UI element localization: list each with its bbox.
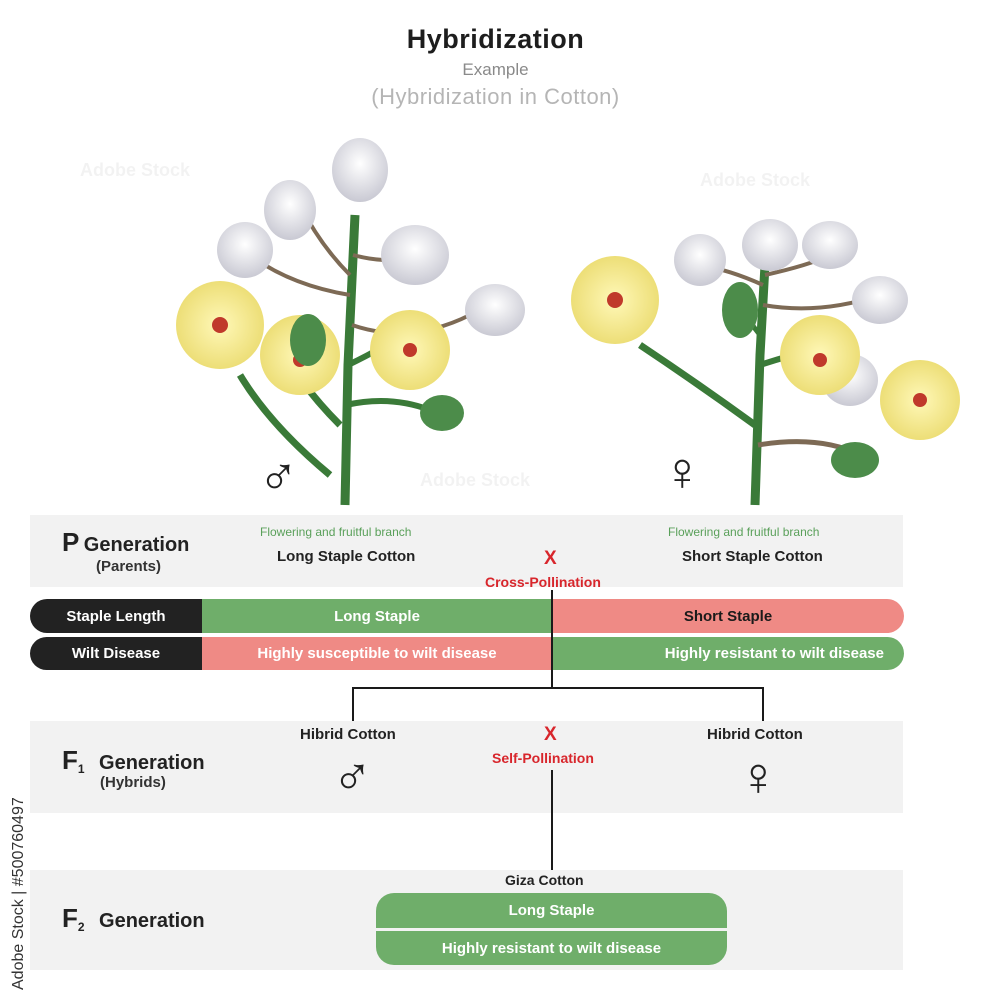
f1-left-name: Hibrid Cotton [300, 726, 396, 743]
watermark-2: Adobe Stock [700, 170, 811, 190]
connector-vertical-top [551, 590, 553, 688]
cross-pollination-label: Cross-Pollination [485, 574, 601, 590]
p-generation-band [30, 515, 903, 587]
f2-result-name: Giza Cotton [505, 872, 584, 888]
f1-male-symbol-icon: ♂ [332, 747, 373, 807]
connector-right-drop [762, 687, 764, 721]
male-symbol-icon: ♂ [258, 447, 299, 507]
page-subtitle: Example [462, 60, 529, 79]
connector-vertical-bottom [551, 770, 553, 870]
staple-female-value: Short Staple [552, 599, 904, 633]
female-plant-name: Short Staple Cotton [682, 548, 823, 565]
side-stock-id: Adobe Stock | #500760497 [10, 797, 27, 990]
f1-generation-label: F1 Generation [62, 745, 205, 776]
self-pollination-label: Self-Pollination [492, 750, 594, 766]
page-subtitle-example: (Hybridization in Cotton) [371, 84, 620, 109]
p-generation-sub: (Parents) [96, 558, 162, 575]
female-caption: Flowering and fruitful branch [668, 525, 820, 539]
f2-trait-wilt: Highly resistant to wilt disease [376, 931, 727, 965]
page-title: Hybridization [406, 24, 585, 54]
f2-letter: F [62, 903, 78, 933]
wilt-male-value: Highly susceptible to wilt disease [202, 637, 552, 670]
f2-subscript: 2 [77, 920, 85, 934]
connector-horizontal [352, 687, 764, 689]
female-symbol-icon: ♀ [662, 442, 703, 502]
female-cotton-plant-illustration [571, 219, 960, 506]
male-cotton-plant-illustration [176, 138, 525, 506]
cross-mark: X [544, 548, 557, 569]
f1-subscript: 1 [77, 762, 85, 776]
staple-male-value: Long Staple [202, 599, 552, 633]
f1-generation-band [30, 721, 903, 813]
watermark-3: Adobe Stock [420, 470, 531, 490]
p-generation-label: P Generation [62, 527, 189, 558]
f2-trait-staple: Long Staple [376, 893, 727, 928]
watermark-1: Adobe Stock [80, 160, 191, 180]
p-generation-word: Generation [83, 534, 190, 556]
male-plant-name: Long Staple Cotton [277, 548, 416, 565]
f2-generation-word: Generation [99, 910, 205, 932]
f1-female-symbol-icon: ♀ [738, 747, 779, 807]
self-cross-mark: X [544, 724, 557, 745]
wilt-female-value: Highly resistant to wilt disease [552, 637, 904, 670]
f1-right-name: Hibrid Cotton [707, 726, 803, 743]
male-caption: Flowering and fruitful branch [260, 525, 412, 539]
p-letter: P [62, 527, 80, 557]
f1-letter: F [62, 745, 78, 775]
wilt-disease-label: Wilt Disease [30, 637, 202, 670]
connector-left-drop [352, 687, 354, 721]
staple-length-label: Staple Length [30, 599, 202, 633]
f2-generation-label: F2 Generation [62, 903, 205, 934]
f1-generation-word: Generation [99, 752, 205, 774]
f1-generation-sub: (Hybrids) [100, 774, 166, 791]
